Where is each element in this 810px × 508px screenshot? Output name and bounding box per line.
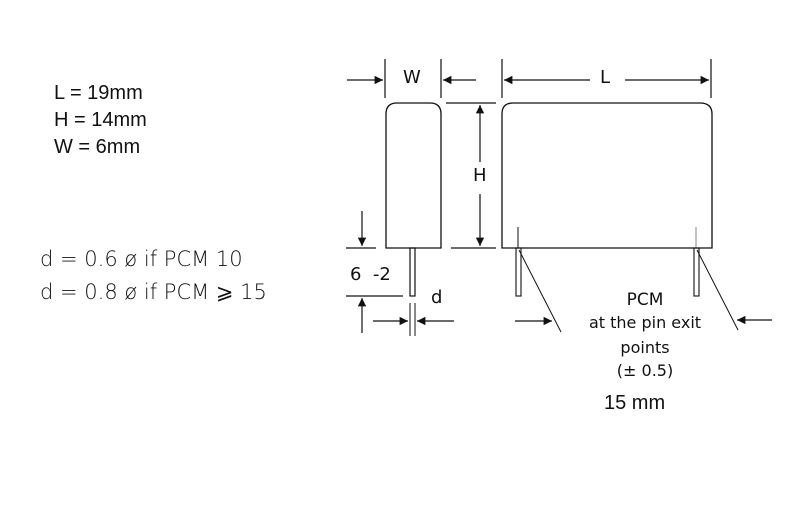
- spec-width: W = 6mm: [54, 136, 141, 158]
- lead-diameter-label: d: [431, 287, 443, 308]
- width-label: W: [403, 67, 421, 88]
- side-view-lead: [409, 247, 416, 297]
- pcm-tolerance: (± 0.5): [616, 361, 674, 380]
- lead-note-pcm10: d = 0.6 ø if PCM 10: [40, 247, 243, 271]
- pcm-line2: points: [620, 338, 670, 357]
- pcm-pointer-right: [696, 249, 739, 331]
- height-label: H: [473, 165, 487, 186]
- lead-note-pcm15: d = 0.8 ø if PCM ⩾ 15: [40, 280, 267, 304]
- length-label: L: [600, 67, 611, 88]
- front-lead-right: [693, 247, 700, 297]
- spec-length: L = 19mm: [54, 82, 143, 104]
- lead-length-label: 6 -2: [350, 264, 391, 285]
- front-view-body: [501, 102, 713, 249]
- pcm-pointer-left: [518, 249, 562, 333]
- pcm-title: PCM: [626, 290, 664, 310]
- side-view-body: [385, 102, 442, 249]
- front-lead-left: [515, 247, 522, 297]
- spec-height: H = 14mm: [54, 109, 147, 131]
- pcm-value: 15 mm: [604, 392, 666, 414]
- pcm-line1: at the pin exit: [588, 313, 702, 332]
